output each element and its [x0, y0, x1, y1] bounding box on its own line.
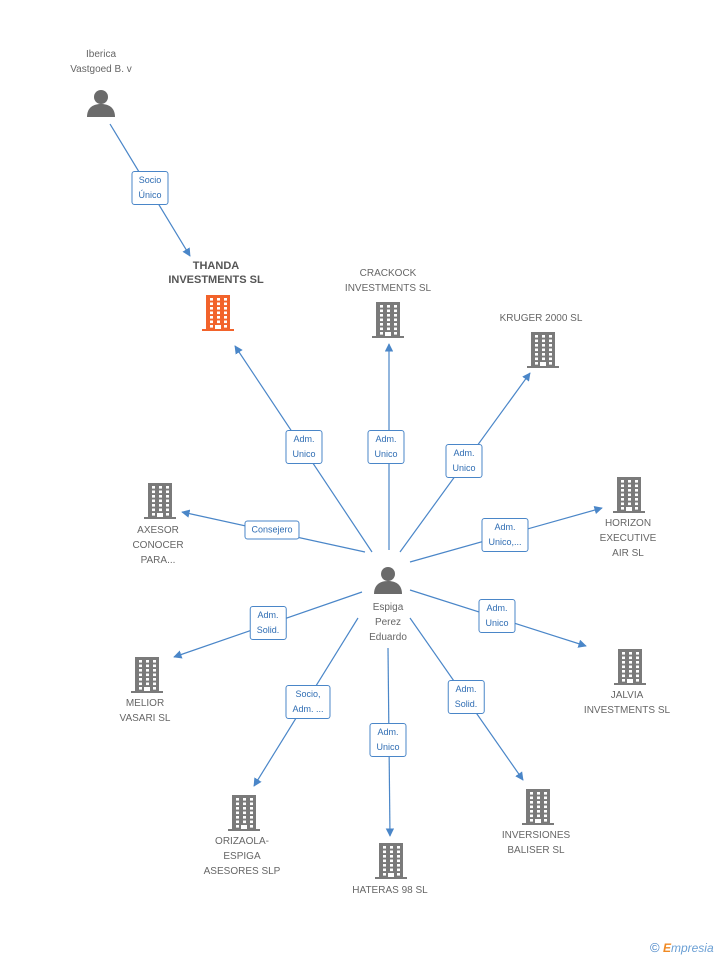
empresia-logo: © Empresia: [650, 940, 714, 955]
edge-label-espiga-to-axesor[interactable]: Consejero: [244, 520, 300, 540]
edge-label-espiga-to-inversiones[interactable]: Adm. Solid.: [447, 680, 485, 714]
node-label-melior[interactable]: MELIOR VASARI SL: [119, 698, 171, 724]
node-label-horizon[interactable]: HORIZON EXECUTIVE AIR SL: [599, 518, 657, 559]
edge-label-espiga-to-thanda[interactable]: Adm. Unico: [285, 430, 323, 464]
edge-label-espiga-to-jalvia[interactable]: Adm. Unico: [478, 599, 516, 633]
building-icon[interactable]: [144, 483, 176, 524]
building-icon[interactable]: [202, 295, 234, 336]
building-icon[interactable]: [372, 302, 404, 343]
edge-label-iberica-to-thanda[interactable]: Socio Único: [131, 171, 169, 205]
edge-label-espiga-to-hateras[interactable]: Adm. Unico: [369, 723, 407, 757]
edge-label-espiga-to-orizaola[interactable]: Socio, Adm. ...: [285, 685, 331, 719]
edge-label-espiga-to-horizon[interactable]: Adm. Unico,...: [481, 518, 529, 552]
node-label-jalvia[interactable]: JALVIA INVESTMENTS SL: [583, 690, 671, 716]
brand-text: mpresia: [670, 941, 714, 955]
node-label-axesor[interactable]: AXESOR CONOCER PARA...: [132, 525, 184, 566]
building-icon[interactable]: [614, 649, 646, 690]
brand-initial: E: [662, 941, 671, 955]
edge-label-espiga-to-melior[interactable]: Adm. Solid.: [249, 606, 287, 640]
node-label-kruger[interactable]: KRUGER 2000 SL: [499, 313, 583, 324]
node-label-thanda[interactable]: THANDA INVESTMENTS SL: [168, 260, 264, 286]
node-label-espiga[interactable]: Espiga Perez Eduardo: [369, 602, 407, 643]
node-label-crackock[interactable]: CRACKOCK INVESTMENTS SL: [344, 268, 432, 294]
person-icon[interactable]: [86, 89, 116, 122]
node-label-orizaola[interactable]: ORIZAOLA- ESPIGA ASESORES SLP: [203, 836, 281, 877]
building-icon[interactable]: [522, 789, 554, 830]
node-label-hateras[interactable]: HATERAS 98 SL: [352, 885, 428, 896]
copyright-symbol: ©: [650, 940, 660, 955]
building-icon[interactable]: [131, 657, 163, 698]
building-icon[interactable]: [375, 843, 407, 884]
node-label-inversiones[interactable]: INVERSIONES BALISER SL: [501, 830, 571, 856]
edge-label-espiga-to-crackock[interactable]: Adm. Unico: [367, 430, 405, 464]
person-icon[interactable]: [373, 566, 403, 599]
building-icon[interactable]: [228, 795, 260, 836]
building-icon[interactable]: [527, 332, 559, 373]
edge-label-espiga-to-kruger[interactable]: Adm. Unico: [445, 444, 483, 478]
node-label-iberica[interactable]: Iberica Vastgoed B. v: [70, 49, 132, 75]
building-icon[interactable]: [613, 477, 645, 518]
